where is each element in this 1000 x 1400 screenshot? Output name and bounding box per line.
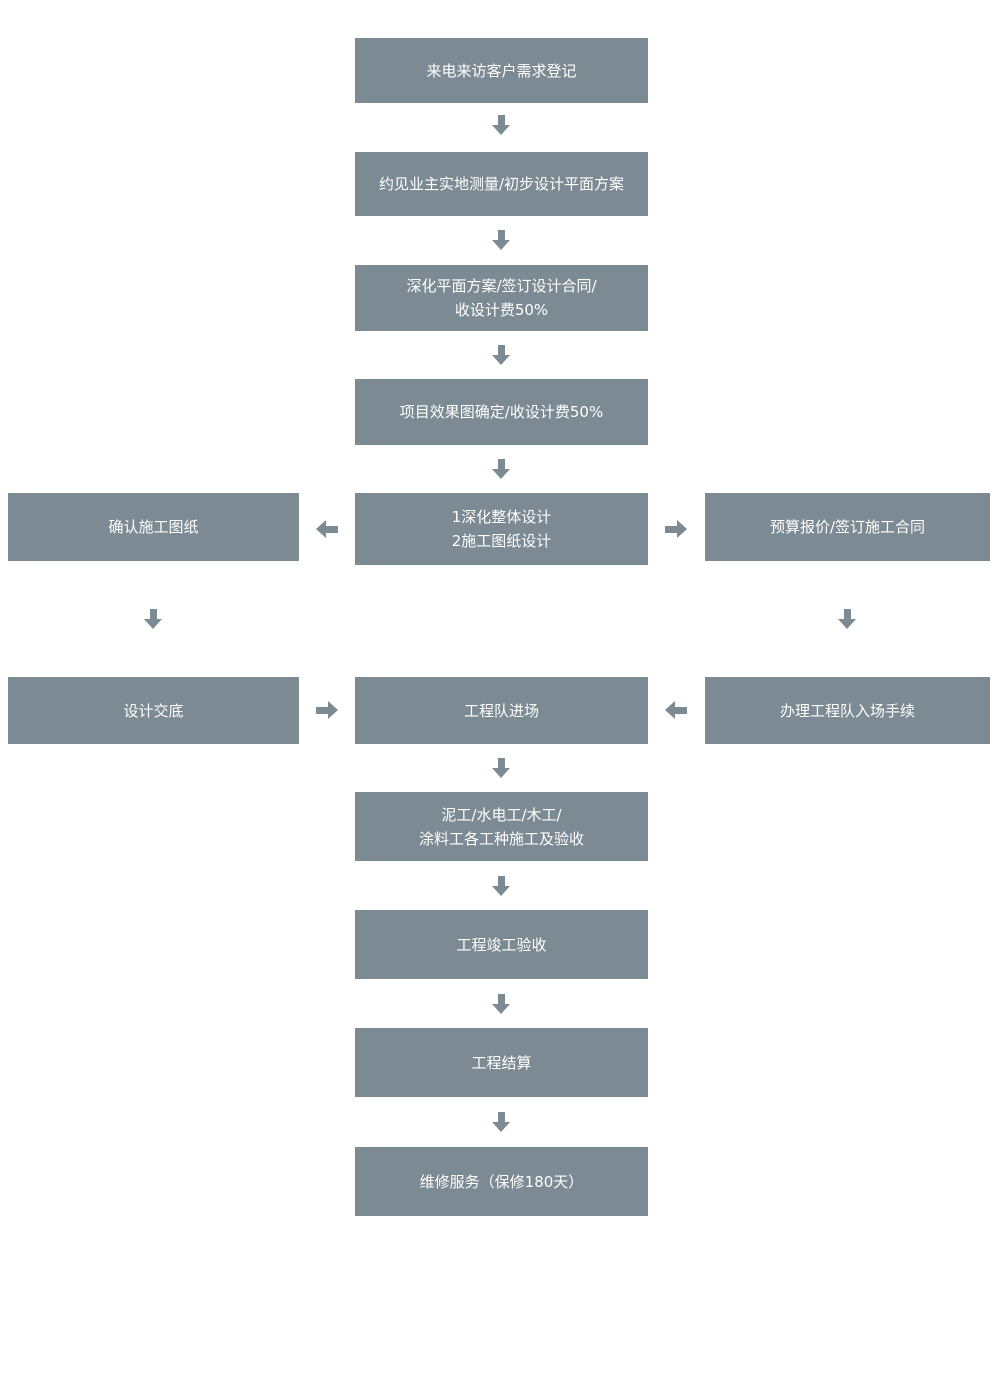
arrow-down-icon (492, 994, 510, 1014)
node-label: 项目效果图确定/收设计费50% (399, 403, 604, 421)
node-label: 来电来访客户需求登记 (426, 61, 577, 80)
arrow-down-icon (492, 115, 510, 135)
node-label: 深化平面方案/签订设计合同/ 收设计费50% (406, 277, 597, 319)
arrow-right-icon (665, 520, 687, 538)
node-site-measurement: 约见业主实地测量/初步设计平面方案 (355, 152, 648, 216)
arrow-down-icon (838, 609, 856, 629)
node-deepen-plan-contract: 深化平面方案/签订设计合同/ 收设计费50% (355, 265, 648, 331)
node-label: 确认施工图纸 (108, 518, 199, 536)
arrow-left-icon (316, 520, 338, 538)
node-trades-construction-acceptance: 泥工/水电工/木工/ 涂料工各工种施工及验收 (355, 792, 648, 861)
node-render-confirmation: 项目效果图确定/收设计费50% (355, 379, 648, 445)
node-project-settlement: 工程结算 (355, 1028, 648, 1097)
node-label: 办理工程队入场手续 (779, 701, 915, 720)
node-label: 设计交底 (123, 701, 184, 720)
arrow-down-icon (492, 345, 510, 365)
node-label: 1深化整体设计 2施工图纸设计 (451, 508, 552, 550)
arrow-down-icon (492, 459, 510, 479)
node-design-handover: 设计交底 (8, 677, 299, 744)
node-overall-design: 1深化整体设计 2施工图纸设计 (355, 493, 648, 565)
arrow-left-icon (665, 701, 687, 719)
node-budget-quotation: 预算报价/签订施工合同 (705, 493, 990, 561)
node-label: 预算报价/签订施工合同 (769, 518, 926, 536)
node-label: 维修服务（保修180天） (419, 1172, 584, 1191)
node-customer-registration: 来电来访客户需求登记 (355, 38, 648, 103)
node-team-entry: 工程队进场 (355, 677, 648, 744)
arrow-down-icon (492, 230, 510, 250)
arrow-down-icon (144, 609, 162, 629)
node-label: 工程竣工验收 (456, 935, 547, 954)
arrow-down-icon (492, 1112, 510, 1132)
node-label: 约见业主实地测量/初步设计平面方案 (378, 175, 625, 193)
arrow-right-icon (316, 701, 338, 719)
node-label: 工程队进场 (463, 701, 539, 720)
node-confirm-construction-drawings: 确认施工图纸 (8, 493, 299, 561)
node-maintenance-service: 维修服务（保修180天） (355, 1147, 648, 1216)
node-team-entry-procedures: 办理工程队入场手续 (705, 677, 990, 744)
node-label: 工程结算 (471, 1053, 532, 1072)
node-completion-acceptance: 工程竣工验收 (355, 910, 648, 979)
arrow-down-icon (492, 758, 510, 778)
arrow-down-icon (492, 876, 510, 896)
node-label: 泥工/水电工/木工/ 涂料工各工种施工及验收 (418, 805, 584, 848)
